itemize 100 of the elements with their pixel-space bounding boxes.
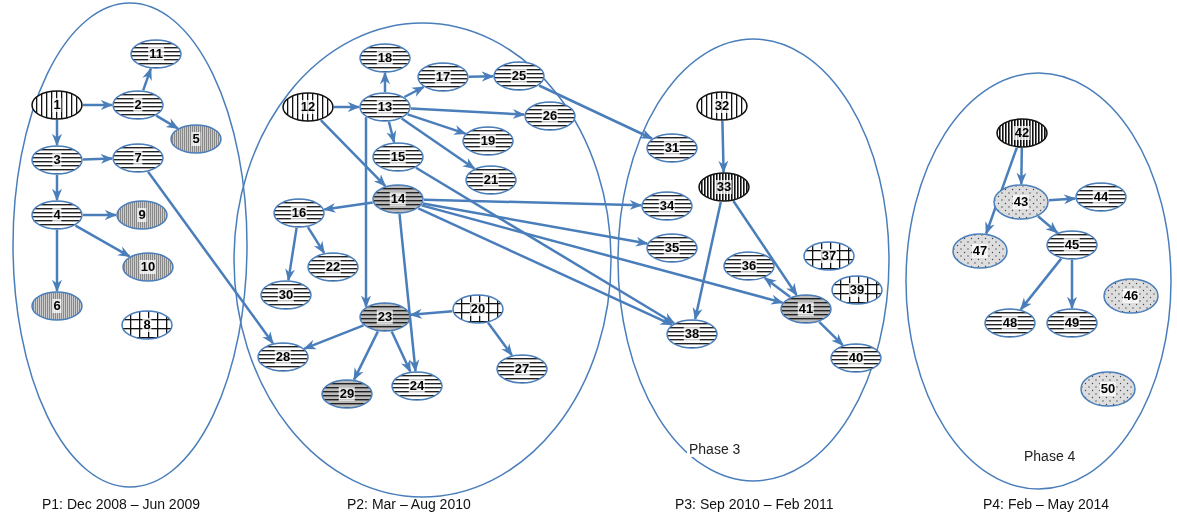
ellipse-node	[452, 294, 504, 324]
node-number: 2	[133, 98, 143, 112]
arrow	[403, 85, 425, 99]
ellipse-node	[260, 280, 312, 310]
ellipse-node	[952, 233, 1008, 269]
ellipse-node	[321, 379, 373, 409]
arrow	[83, 210, 118, 220]
arrow	[74, 224, 131, 258]
node-number: 34	[658, 199, 676, 213]
arrow	[409, 308, 453, 319]
node-number: 10	[139, 260, 157, 274]
node-number: 32	[713, 99, 731, 113]
ellipse-node	[130, 39, 182, 69]
period-label: P4: Feb – May 2014	[983, 496, 1110, 512]
ellipse-node	[257, 342, 309, 372]
arrow	[417, 207, 673, 326]
arrow	[487, 322, 513, 357]
node-number: 6	[52, 299, 62, 313]
ellipse-node	[696, 91, 748, 121]
node-number: 25	[510, 69, 528, 83]
arrow	[319, 119, 387, 187]
ellipse-node	[121, 310, 173, 340]
arrow	[985, 147, 1018, 235]
ellipse-node	[996, 118, 1048, 148]
node-number: 12	[299, 100, 317, 114]
node-number: 26	[541, 109, 559, 123]
node-number: 17	[434, 70, 452, 84]
ellipse-node	[831, 275, 883, 305]
ellipse-node	[641, 191, 693, 221]
ellipse-node	[493, 61, 545, 91]
ellipse-node	[307, 252, 359, 282]
node-number: 39	[848, 283, 866, 297]
arrow	[52, 230, 62, 293]
phase-ellipse	[617, 38, 890, 482]
arrow	[1048, 194, 1077, 205]
ellipse-node	[31, 90, 83, 120]
node-number: 9	[137, 208, 147, 222]
node-number: 36	[740, 259, 758, 273]
arrow	[538, 84, 654, 140]
phase-ellipse	[12, 2, 248, 488]
node-number: 11	[148, 47, 164, 61]
node-number: 37	[820, 249, 838, 263]
node-number: 19	[479, 134, 497, 148]
node-number: 7	[133, 151, 143, 165]
arrow	[147, 171, 274, 345]
arrow	[692, 201, 723, 321]
arrow	[386, 121, 397, 144]
ellipse-node	[803, 241, 855, 271]
arrow	[718, 120, 729, 174]
arrow	[1019, 257, 1063, 311]
ellipse-node	[723, 251, 775, 281]
ellipse-node	[359, 302, 411, 332]
ellipse-node	[1046, 308, 1098, 338]
ellipse-node	[993, 184, 1049, 220]
node-number: 48	[1001, 316, 1019, 330]
arrow	[401, 117, 476, 170]
arrow	[142, 67, 152, 91]
node-number: 4	[52, 208, 62, 222]
arrow	[415, 166, 676, 325]
ellipse-node	[984, 308, 1036, 338]
ellipse-node	[112, 143, 164, 173]
arrow	[352, 330, 380, 381]
ellipse-node	[1075, 182, 1127, 212]
ellipse-node	[391, 371, 443, 401]
node-number: 46	[1122, 289, 1140, 303]
ellipse-node	[170, 124, 222, 154]
arrow	[83, 100, 114, 110]
arrow	[52, 175, 62, 202]
ellipse-node	[273, 198, 325, 228]
arrow	[398, 213, 420, 373]
ellipse-node	[465, 165, 517, 195]
arrow	[306, 226, 326, 254]
ellipse-node	[372, 142, 424, 172]
node-number: 28	[274, 350, 292, 364]
ellipse-node	[116, 200, 168, 230]
node-number: 20	[469, 302, 487, 316]
arrow	[361, 117, 371, 309]
ellipse-node	[372, 184, 424, 214]
ellipse-node	[31, 291, 83, 321]
phase-label: Phase 3	[687, 441, 743, 457]
period-label: P2: Mar – Aug 2010	[347, 496, 471, 512]
ellipse-node	[417, 62, 469, 92]
arrow	[1016, 148, 1027, 186]
ellipse-node	[646, 233, 698, 263]
node-number: 30	[277, 288, 295, 302]
arrow	[469, 71, 495, 82]
phase-ellipse	[233, 22, 612, 498]
arrow	[423, 198, 643, 210]
ellipse-node	[31, 145, 83, 175]
arrow	[422, 202, 649, 247]
arrow	[407, 113, 467, 135]
ellipse-node	[646, 133, 698, 163]
node-number: 22	[324, 260, 342, 274]
node-number: 43	[1012, 195, 1030, 209]
node-number: 40	[847, 351, 865, 365]
arrow	[390, 330, 412, 373]
ellipse-node	[282, 92, 334, 122]
ellipse-node	[496, 354, 548, 384]
node-number: 16	[290, 206, 308, 220]
phase-ellipse	[905, 72, 1172, 490]
